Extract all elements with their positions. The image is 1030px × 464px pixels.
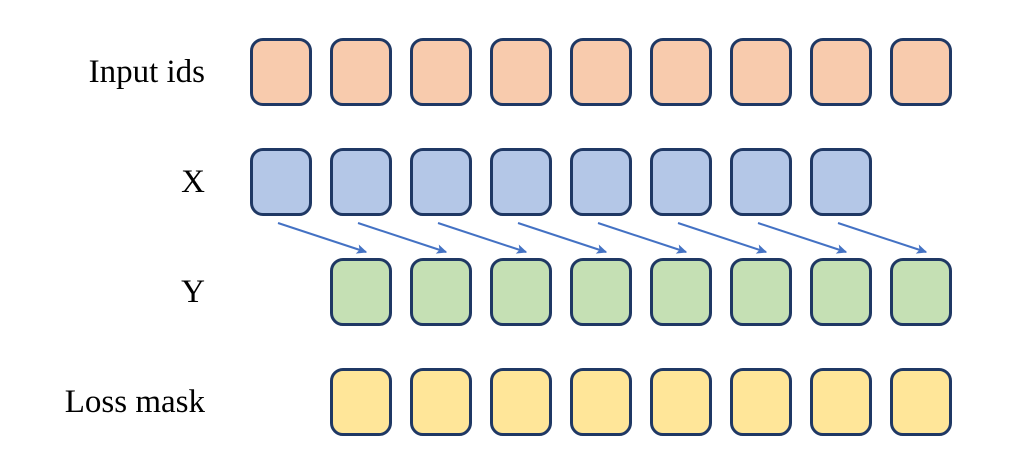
row-input-ids: Input ids <box>0 38 1030 106</box>
token-cell-input-ids <box>730 38 792 106</box>
token-cell-y <box>730 258 792 326</box>
token-cell-y <box>570 258 632 326</box>
row-label-loss-mask: Loss mask <box>64 384 205 420</box>
token-cell-y <box>490 258 552 326</box>
token-cell-input-ids <box>250 38 312 106</box>
token-cell-input-ids <box>810 38 872 106</box>
row-y: Y <box>0 258 1030 326</box>
token-cell-y <box>330 258 392 326</box>
token-cell-x <box>730 148 792 216</box>
token-cell-x <box>410 148 472 216</box>
token-cell-x <box>330 148 392 216</box>
token-cell-input-ids <box>650 38 712 106</box>
token-cell-x <box>570 148 632 216</box>
token-cell-loss-mask <box>650 368 712 436</box>
token-cell-loss-mask <box>570 368 632 436</box>
row-loss-mask: Loss mask <box>0 368 1030 436</box>
cell-group-input-ids <box>250 38 952 106</box>
token-cell-loss-mask <box>410 368 472 436</box>
token-cell-y <box>650 258 712 326</box>
row-label-y: Y <box>181 274 205 310</box>
token-cell-x <box>810 148 872 216</box>
token-cell-input-ids <box>890 38 952 106</box>
token-cell-input-ids <box>330 38 392 106</box>
shift-arrow <box>837 222 928 254</box>
row-x: X <box>0 148 1030 216</box>
token-cell-loss-mask <box>890 368 952 436</box>
token-cell-input-ids <box>570 38 632 106</box>
row-label-x: X <box>181 164 205 200</box>
token-cell-x <box>250 148 312 216</box>
cell-group-loss-mask <box>330 368 952 436</box>
token-cell-y <box>410 258 472 326</box>
shift-arrow <box>677 222 768 254</box>
token-cell-loss-mask <box>490 368 552 436</box>
cell-group-y <box>330 258 952 326</box>
token-cell-input-ids <box>410 38 472 106</box>
row-label-input-ids: Input ids <box>88 54 205 90</box>
token-cell-loss-mask <box>810 368 872 436</box>
shift-arrow <box>277 222 368 254</box>
token-cell-x <box>490 148 552 216</box>
token-cell-loss-mask <box>330 368 392 436</box>
token-cell-input-ids <box>490 38 552 106</box>
cell-group-x <box>250 148 872 216</box>
token-cell-y <box>890 258 952 326</box>
shift-arrow <box>757 222 848 254</box>
shift-arrow <box>437 222 528 254</box>
shift-arrow <box>517 222 608 254</box>
token-cell-y <box>810 258 872 326</box>
token-cell-x <box>650 148 712 216</box>
token-cell-loss-mask <box>730 368 792 436</box>
shift-arrow <box>597 222 688 254</box>
shift-arrow <box>357 222 448 254</box>
